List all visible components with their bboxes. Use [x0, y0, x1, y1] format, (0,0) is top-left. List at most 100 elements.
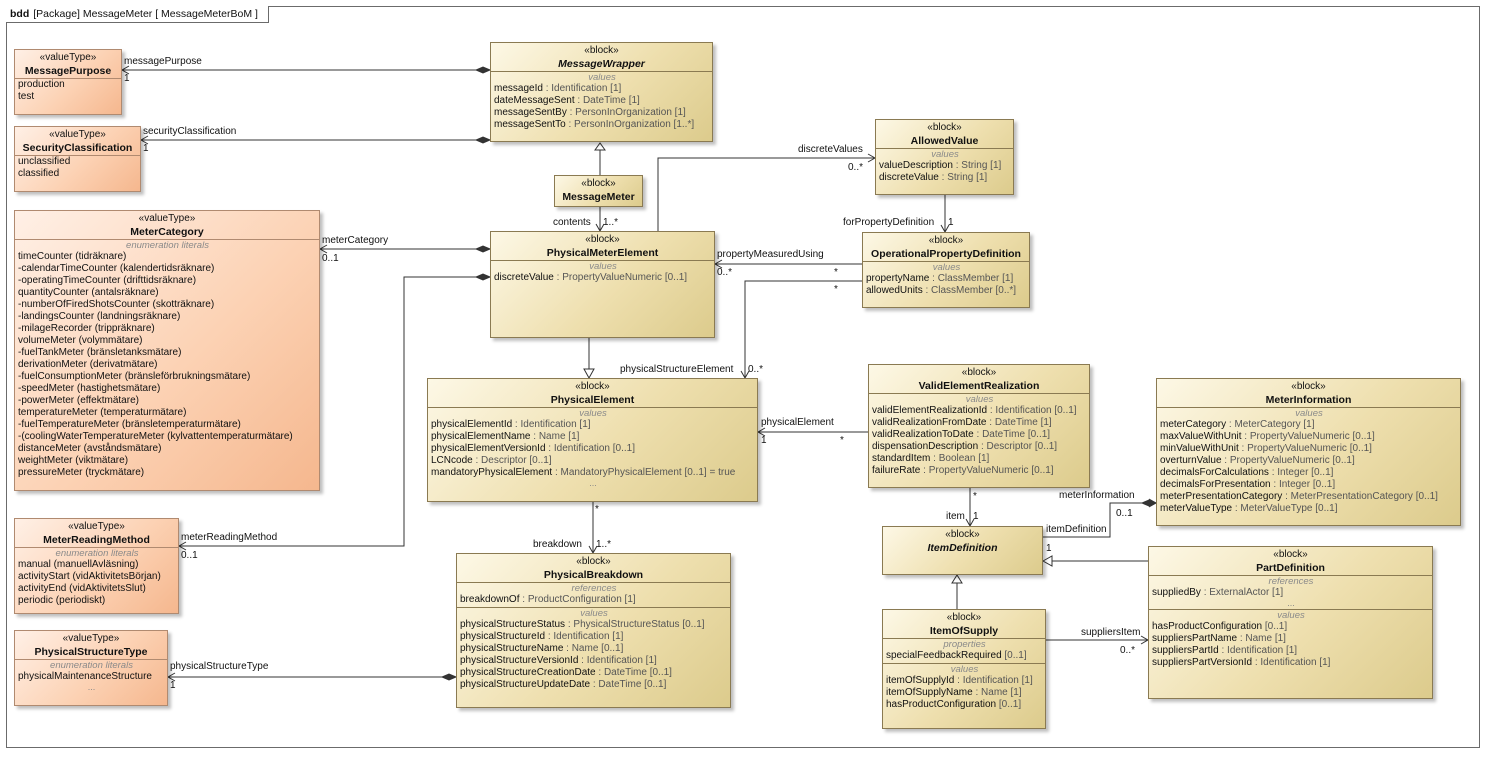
property-row: -calendarTimeCounter (kalendertidsräknar…: [18, 263, 317, 275]
label-meter-category: meterCategory: [322, 235, 389, 246]
property-row: physicalStructureUpdateDate : DateTime […: [460, 679, 728, 691]
property-type: : PropertyValueNumeric [0..1]: [553, 272, 688, 283]
property-row: allowedUnits : ClassMember [0..*]: [866, 285, 1027, 297]
property-name: timeCounter (tidräknare): [18, 251, 127, 262]
property-type: : Identification [1]: [545, 631, 624, 642]
property-type: : ExternalActor [1]: [1200, 587, 1284, 598]
property-name: periodic (periodiskt): [18, 595, 106, 606]
property-row: meterPresentationCategory : MeterPresent…: [1160, 491, 1458, 503]
block-name: PhysicalMeterElement: [546, 247, 659, 259]
property-name: meterValueType: [1160, 503, 1233, 514]
block-stereotype: «valueType»: [49, 129, 106, 140]
block-name: ItemOfSupply: [929, 625, 999, 637]
property-name: decimalsForPresentation: [1160, 479, 1271, 490]
property-name: production: [18, 79, 65, 90]
compartment-title: values: [1277, 610, 1305, 621]
property-name: -speedMeter (hastighetsmätare): [18, 383, 161, 394]
property-name: -fuelConsumptionMeter (bränsleförbruknin…: [18, 371, 251, 382]
property-row: standardItem : Boolean [1]: [872, 453, 1087, 465]
compartment-title: values: [580, 608, 608, 619]
property-type: : Descriptor [0..1]: [978, 441, 1058, 452]
block-stereotype: «block»: [1291, 381, 1326, 392]
property-row: physicalStructureCreationDate : DateTime…: [460, 667, 728, 679]
property-row: meterCategory : MeterCategory [1]: [1160, 419, 1458, 431]
block-name: MeterReadingMethod: [43, 534, 150, 546]
property-type: : Identification [1]: [1218, 645, 1298, 656]
block-item-definition[interactable]: «block»ItemDefinition: [882, 526, 1043, 575]
property-name: -(coolingWaterTemperatureMeter (kylvatte…: [18, 431, 293, 442]
property-type: : PersonInOrganization [1]: [566, 107, 686, 118]
block-header: «block»MessageWrapper: [491, 43, 712, 71]
block-name: MeterCategory: [130, 226, 204, 238]
property-row: overturnValue : PropertyValueNumeric [0.…: [1160, 455, 1458, 467]
block-header: «block»MeterInformation: [1157, 379, 1460, 407]
property-row: distanceMeter (avståndsmätare): [18, 443, 317, 455]
property-name: dateMessageSent: [494, 95, 575, 106]
mult-suppliers-item: 0..*: [1120, 645, 1136, 656]
property-name: hasProductConfiguration: [1152, 621, 1263, 632]
block-message-meter[interactable]: «block»MessageMeter: [554, 175, 643, 207]
property-type: : MandatoryPhysicalElement [0..1] = true: [552, 467, 736, 478]
generalization-triangle: [594, 142, 606, 151]
property-row: specialFeedbackRequired [0..1]: [886, 650, 1043, 662]
property-row: -speedMeter (hastighetsmätare): [18, 383, 317, 395]
property-row: discreteValue : PropertyValueNumeric [0.…: [494, 272, 712, 284]
composition-diamond: [1140, 499, 1158, 507]
property-type: : PropertyValueNumeric [0..1]: [1221, 455, 1355, 466]
arrowhead: [139, 135, 149, 145]
property-type: : Identification [0..1]: [987, 405, 1077, 416]
property-row: suppliersPartId : Identification [1]: [1152, 645, 1430, 657]
property-name: -landingsCounter (landningsräknare): [18, 311, 181, 322]
block-header: «block»ItemOfSupply: [883, 610, 1045, 638]
block-name: ItemDefinition: [927, 542, 998, 554]
block-header: «block»ItemDefinition: [883, 527, 1042, 555]
property-row: pressureMeter (tryckmätare): [18, 467, 317, 479]
mult-item-definition: 1: [1046, 543, 1052, 554]
property-row: periodic (periodiskt): [18, 595, 176, 607]
property-name: overturnValue: [1160, 455, 1222, 466]
block-stereotype: «valueType»: [138, 213, 196, 224]
compartment-title: properties: [943, 639, 986, 650]
property-name: standardItem: [872, 453, 931, 464]
mult-contents: 1..*: [603, 217, 619, 228]
property-name: messageSentBy: [494, 107, 567, 118]
property-name: distanceMeter (avståndsmätare): [18, 443, 162, 454]
property-row: physicalElementVersionId : Identificatio…: [431, 443, 755, 455]
assoc-physical-structure-element: [744, 280, 862, 378]
property-name: physicalStructureStatus: [460, 619, 566, 630]
arrowhead: [318, 244, 328, 254]
property-name: itemOfSupplyName: [886, 687, 973, 698]
property-type: : Name [1]: [972, 687, 1022, 698]
arrowhead: [177, 541, 187, 551]
property-type: : Identification [1]: [1252, 657, 1331, 668]
arrowhead: [120, 65, 130, 75]
property-row: itemOfSupplyName : Name [1]: [886, 687, 1043, 699]
composition-diamond: [474, 66, 492, 74]
property-type: : DateTime [1]: [574, 95, 640, 106]
compartment-title: values: [1295, 408, 1323, 419]
assoc-meter-reading-method: [179, 276, 490, 547]
property-name: meterPresentationCategory: [1160, 491, 1283, 502]
property-row: -landingsCounter (landningsräknare): [18, 311, 317, 323]
block-name: MessageMeter: [562, 191, 635, 203]
